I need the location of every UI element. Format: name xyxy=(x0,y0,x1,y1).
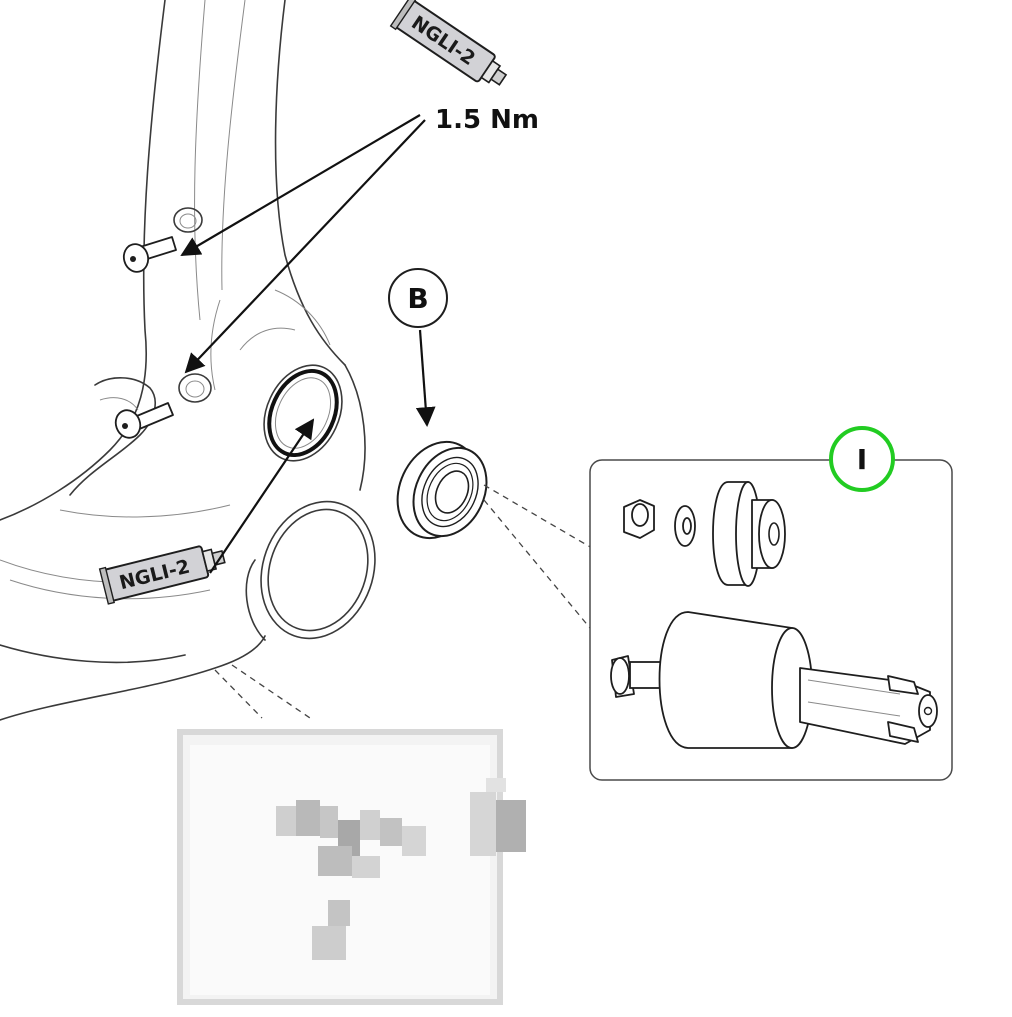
bearing-icon xyxy=(396,440,488,540)
callout-b-arrow xyxy=(415,329,436,427)
callout-b-label: B xyxy=(407,282,428,315)
callout-i: I xyxy=(829,426,895,492)
nut-icon xyxy=(623,499,655,539)
detail-leader-lower xyxy=(483,499,591,629)
redacted-detail-panel xyxy=(177,729,526,1005)
detail-panel-i: I xyxy=(589,426,953,781)
bushing-icon xyxy=(712,481,786,587)
callout-i-label: I xyxy=(857,443,867,476)
torque-label: 1.5 Nm xyxy=(435,105,539,135)
blurred-leader-left xyxy=(214,669,263,719)
detail-leader-upper xyxy=(483,484,593,549)
blurred-leader-right xyxy=(231,664,311,719)
bolt-icon xyxy=(114,402,174,439)
grease-tube-icon: NGLI-2 xyxy=(389,0,508,86)
bolt-icon xyxy=(122,236,177,273)
torque-arrow-bottom xyxy=(184,119,426,374)
torque-arrow-top xyxy=(180,114,421,257)
grease-tube-icon: NGLI-2 xyxy=(98,545,226,605)
callout-b: B xyxy=(388,268,448,328)
washer-icon xyxy=(674,505,696,547)
grease-arrow xyxy=(209,418,315,574)
press-tool-icon xyxy=(610,611,938,749)
